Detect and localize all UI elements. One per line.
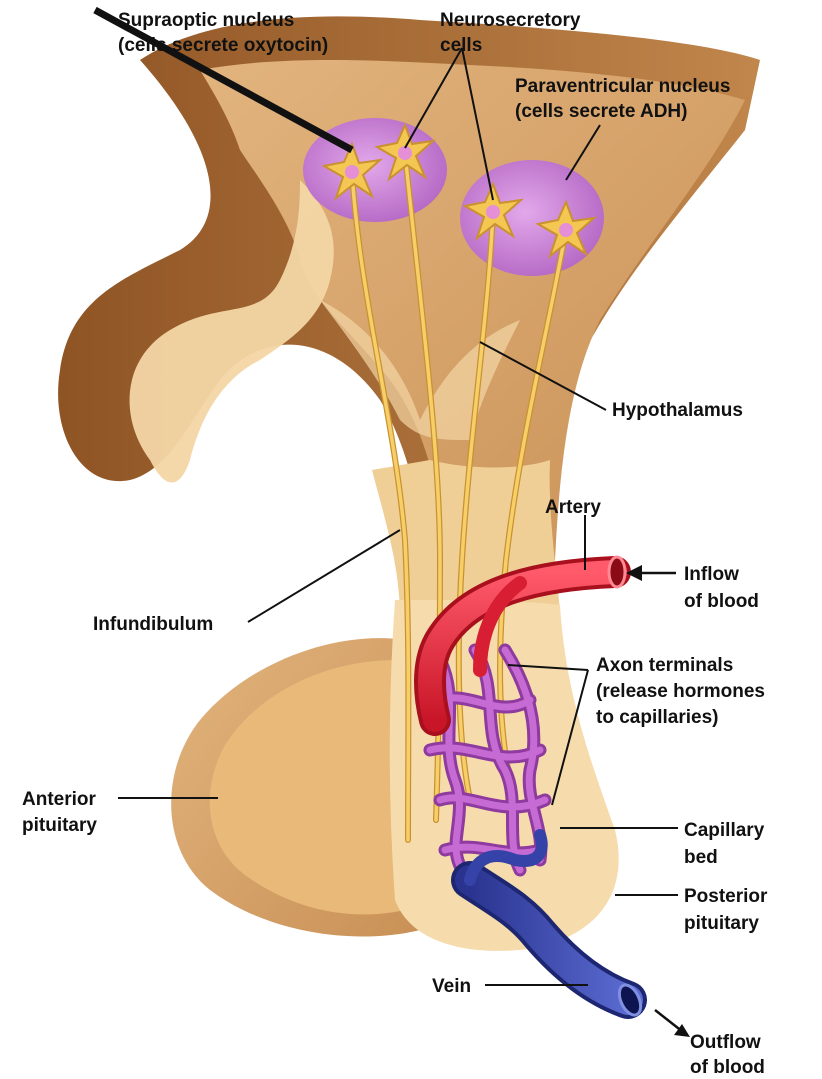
svg-text:Posterior pituitary: Posterior pituitary: [684, 886, 773, 934]
capillary-bed-label-line1: Capillary: [684, 820, 765, 841]
infundibulum-label: Infundibulum: [93, 614, 213, 635]
artery-opening: [609, 557, 625, 587]
svg-text:Outflow of blood: Outflow of blood: [690, 1032, 766, 1078]
posterior-pituitary-label-line1: Posterior: [684, 886, 768, 907]
neurosecretory-label-line1: Neurosecretory: [440, 10, 581, 31]
vein-label: Vein: [432, 976, 471, 997]
anterior-pituitary-label-line1: Anterior: [22, 789, 97, 810]
axon-terminals-label-line2: (release hormones: [596, 681, 765, 702]
svg-text:Inflow of blood: Inflow of blood: [684, 564, 759, 612]
axon-terminals-label-line1: Axon terminals: [596, 655, 733, 676]
neurosecretory-label-line2: cells: [440, 35, 482, 56]
outflow-label-line2: of blood: [690, 1057, 765, 1078]
supraoptic-label-line2: (cells secrete oxytocin): [118, 35, 328, 56]
paraventricular-label-line2: (cells secrete ADH): [515, 101, 687, 122]
capillary-bed-label-line2: bed: [684, 847, 718, 868]
posterior-pituitary-label-line2: pituitary: [684, 913, 759, 934]
svg-text:Anterior pituitary: Anterior pituitary: [22, 789, 101, 836]
axon-terminals-label-line3: to capillaries): [596, 707, 719, 728]
artery-label: Artery: [545, 497, 601, 518]
paraventricular-nucleus: [460, 160, 604, 276]
inflow-label-line2: of blood: [684, 591, 759, 612]
svg-text:Capillary bed: Capillary bed: [684, 820, 770, 868]
hypothalamus-label: Hypothalamus: [612, 400, 743, 421]
arrowheads: [626, 565, 690, 1037]
anterior-pituitary-label-line2: pituitary: [22, 815, 97, 836]
svg-text:Axon terminals (release: Axon terminals (release hormones to capi…: [596, 655, 770, 728]
outflow-label-line1: Outflow: [690, 1032, 761, 1053]
paraventricular-label-line1: Paraventricular nucleus: [515, 76, 730, 97]
supraoptic-label-line1: Supraoptic nucleus: [118, 10, 294, 31]
inflow-label-line1: Inflow: [684, 564, 739, 585]
